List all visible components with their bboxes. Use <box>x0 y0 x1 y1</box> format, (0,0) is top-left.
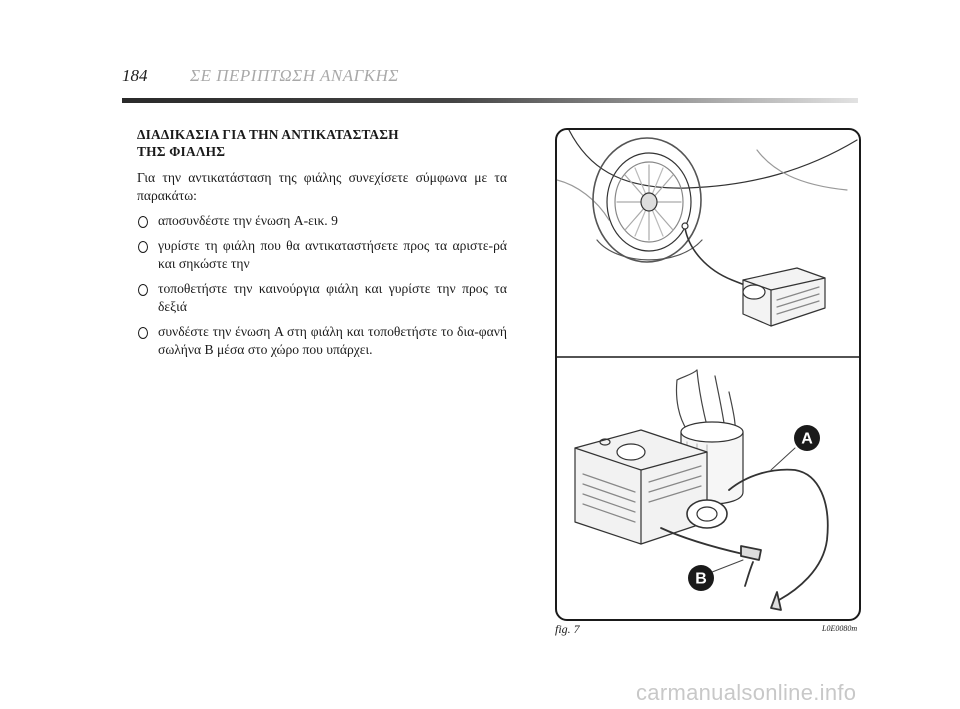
list-item: αποσυνδέστε την ένωση A-εικ. 9 <box>137 212 507 230</box>
intro-paragraph: Για την αντικατάσταση της φιάλης συνεχίσ… <box>137 170 507 203</box>
heading-line-2: ΤΗΣ ΦΙΑΛΗΣ <box>137 144 226 159</box>
callout-a-label: A <box>801 431 813 448</box>
figure-caption: fig. 7 <box>555 622 580 636</box>
body-text: ΔΙΑΔΙΚΑΣΙΑ ΓΙΑ ΤΗΝ ΑΝΤΙΚΑΤΑΣΤΑΣΗ ΤΗΣ ΦΙΑ… <box>137 126 507 366</box>
figure-illustration: A B <box>557 130 859 611</box>
steps-list: αποσυνδέστε την ένωση A-εικ. 9 γυρίστε τ… <box>137 212 507 359</box>
bullet-circle-icon <box>138 241 148 253</box>
section-title: ΣΕ ΠΕΡΙΠΤΩΣΗ ΑΝΑΓΚΗΣ <box>190 66 399 85</box>
callout-b: B <box>688 565 714 591</box>
bullet-circle-icon <box>138 327 148 339</box>
bullet-circle-icon <box>138 216 148 228</box>
bullet-circle-icon <box>138 284 148 296</box>
leader-lines <box>706 447 796 575</box>
list-item: τοποθετήστε την καινούργια φιάλη και γυρ… <box>137 280 507 316</box>
list-item: συνδέστε την ένωση A στη φιάλη και τοποθ… <box>137 323 507 359</box>
header-rule <box>122 98 858 103</box>
page-number: 184 <box>122 66 148 85</box>
compressor-kit-bottom <box>574 429 728 545</box>
procedure-heading: ΔΙΑΔΙΚΑΣΙΑ ΓΙΑ ΤΗΝ ΑΝΤΙΚΑΤΑΣΤΑΣΗ ΤΗΣ ΦΙΑ… <box>137 126 507 160</box>
step-text: αποσυνδέστε την ένωση A-εικ. 9 <box>158 213 338 228</box>
step-text: τοποθετήστε την καινούργια φιάλη και γυρ… <box>158 281 507 314</box>
connector-a-hose <box>728 468 829 611</box>
heading-line-1: ΔΙΑΔΙΚΑΣΙΑ ΓΙΑ ΤΗΝ ΑΝΤΙΚΑΤΑΣΤΑΣΗ <box>137 127 399 142</box>
figure-frame: A B <box>555 128 861 621</box>
compressor-kit-top <box>742 267 826 327</box>
list-item: γυρίστε τη φιάλη που θα αντικαταστήσετε … <box>137 237 507 273</box>
callout-a: A <box>794 425 820 451</box>
figure-code: L0E0080m <box>822 624 858 633</box>
watermark[interactable]: carmanualsonline.info <box>636 680 857 705</box>
transparent-tube-b <box>660 527 762 587</box>
step-text: συνδέστε την ένωση A στη φιάλη και τοποθ… <box>158 324 507 357</box>
callout-b-label: B <box>695 571 707 588</box>
car-wheel-illustration <box>557 130 858 263</box>
step-text: γυρίστε τη φιάλη που θα αντικαταστήσετε … <box>158 238 507 271</box>
